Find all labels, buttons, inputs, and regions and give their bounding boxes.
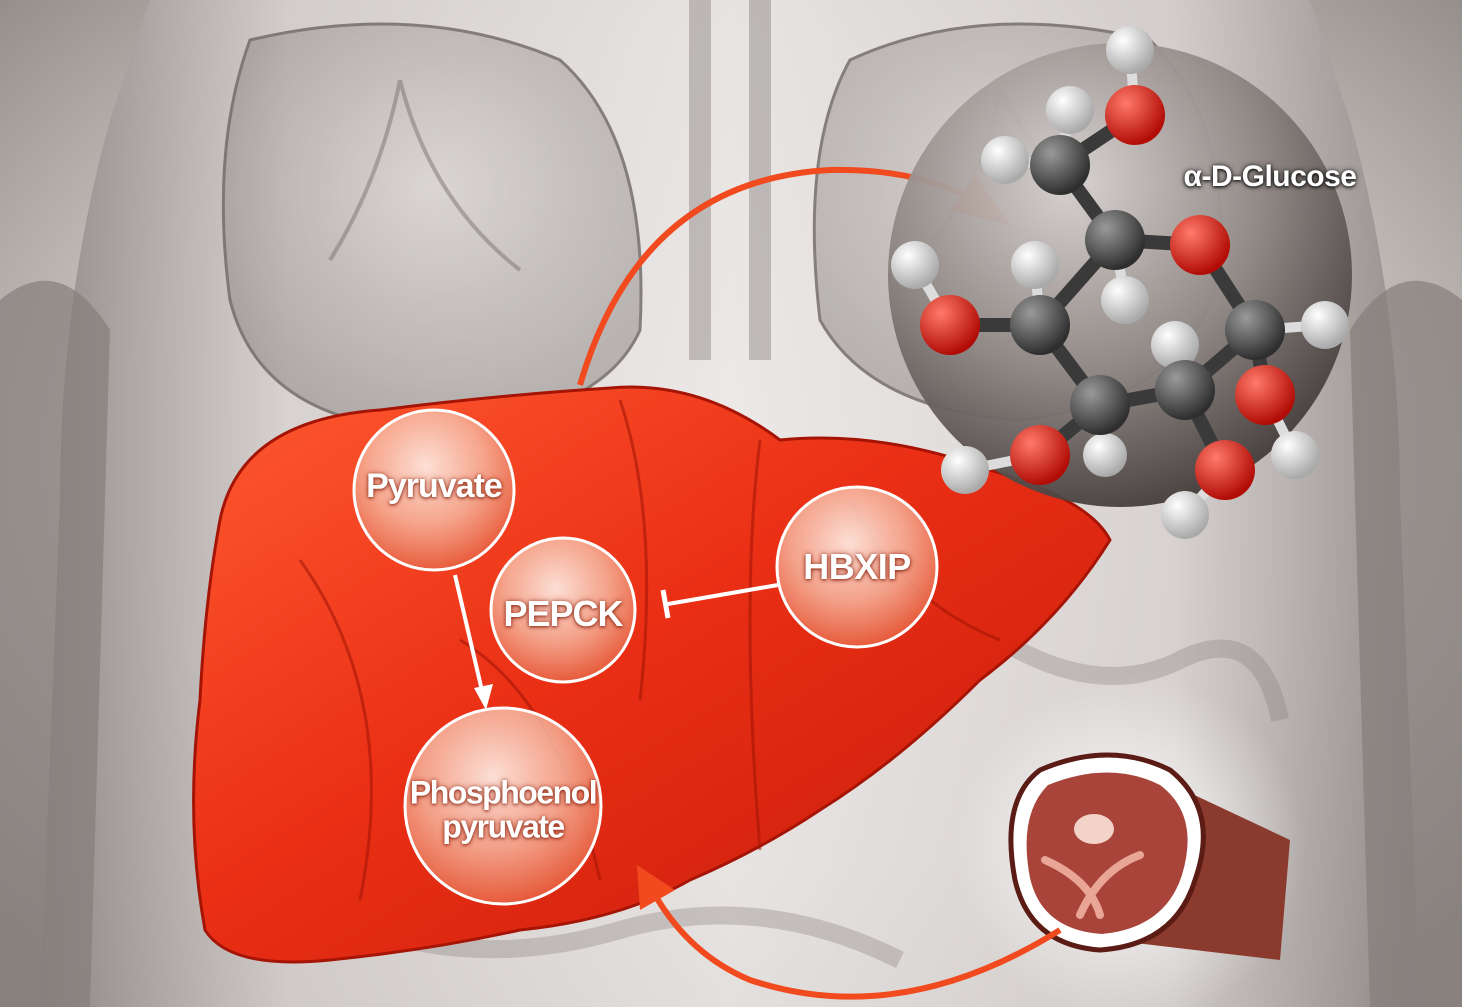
left-lung (223, 24, 641, 430)
pyruvate-label: Pyruvate (366, 469, 502, 505)
hbxip-label: HBXIP (803, 548, 911, 586)
right-arm (1350, 281, 1462, 1007)
pepck-label: PEPCK (503, 595, 622, 633)
phosphoenolpyruvate-label: Phosphoenol pyruvate (410, 776, 596, 843)
glucose-label: α-D-Glucose (1184, 160, 1357, 194)
